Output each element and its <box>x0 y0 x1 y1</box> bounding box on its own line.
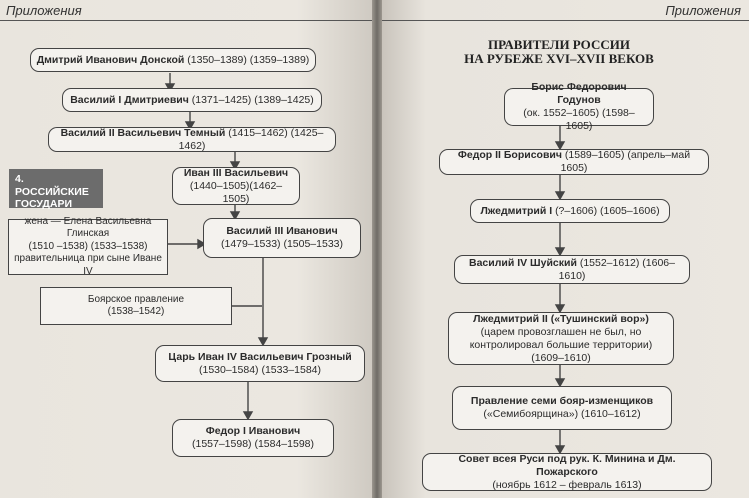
boyar-line: Боярское правление <box>87 293 185 305</box>
ruler-name: Лжедмитрий I <box>480 204 553 217</box>
right-page: Приложения ПРАВИТЕЛИ РОССИИ НА РУБЕЖЕ XV… <box>382 0 749 498</box>
left-page-header: Приложения <box>6 3 82 18</box>
ruler-box-ivan-iii: Иван III Васильевич (1440–1505)(1462–150… <box>172 167 300 205</box>
ruler-years: (ок. 1552–1605) (1598–1605) <box>523 107 635 132</box>
ruler-name: Василий I Дмитриевич <box>70 93 189 106</box>
right-connectors <box>554 125 566 455</box>
boyar-line: (1538–1542) <box>107 306 165 317</box>
left-connectors <box>164 73 269 421</box>
ruler-name: Василий IV Шуйский <box>469 256 577 269</box>
ruler-years: (1479–1533) (1505–1533) <box>220 238 344 250</box>
ruler-box-ivan-iv: Царь Иван IV Васильевич Грозный (1530–15… <box>155 345 365 382</box>
ruler-box-council-minin-pozharsky: Совет всея Руси под рук. К. Минина и Дм.… <box>422 453 712 491</box>
ruler-years: (1589–1605) (апрель–май 1605) <box>560 149 691 174</box>
ruler-name: Совет всея Руси под рук. К. Минина и Дм.… <box>458 452 676 478</box>
title-line: ПРАВИТЕЛИ РОССИИ <box>488 37 630 52</box>
ruler-box-false-dmitry-i: Лжедмитрий I (?–1606) (1605–1606) <box>470 199 670 223</box>
header-rule <box>0 20 372 21</box>
ruler-name: Иван III Васильевич <box>183 166 289 179</box>
right-page-header: Приложения <box>665 3 741 18</box>
header-rule <box>382 20 749 21</box>
boyar-rule-box: Боярское правление (1538–1542) <box>40 287 232 325</box>
ruler-years: (1552–1612) (1606–1610) <box>558 256 675 282</box>
wife-line: (1510 –1538) (1533–1538) <box>28 240 148 252</box>
ruler-years: (1415–1462) (1425–1462) <box>178 126 324 152</box>
wife-line: жена — Елена Васильевна <box>24 215 152 227</box>
ruler-box-vasily-ii: Василий II Васильевич Темный (1415–1462)… <box>48 127 336 152</box>
ruler-years: (1530–1584) (1533–1584) <box>198 363 322 376</box>
left-page: Приложения 4. РОССИЙСКИЕ ГОСУДАРИ Дмитри… <box>0 0 372 498</box>
ruler-years: (ноябрь 1612 – февраль 1613) <box>492 478 642 491</box>
ruler-years: (царем провозглашен не был, но контролир… <box>469 325 653 364</box>
section-label: 4. РОССИЙСКИЕ ГОСУДАРИ <box>9 169 103 210</box>
ruler-box-vasily-iii: Василий III Иванович (1479–1533) (1505–1… <box>203 218 361 258</box>
ruler-name: Василий II Васильевич Темный <box>60 126 226 139</box>
page-title: ПРАВИТЕЛИ РОССИИ НА РУБЕЖЕ XVI–XVII ВЕКО… <box>464 38 654 66</box>
ruler-box-fedor-ii: Федор II Борисович (1589–1605) (апрель–м… <box>439 149 709 175</box>
ruler-name: Федор I Иванович <box>205 425 301 437</box>
ruler-years: (1440–1505)(1462–1505) <box>189 179 283 205</box>
wife-regent-box: жена — Елена Васильевна Глинская (1510 –… <box>8 215 168 277</box>
ruler-name: Федор II Борисович <box>457 149 562 161</box>
ruler-years: (1350–1389) (1359–1389) <box>187 53 310 66</box>
ruler-name: Дмитрий Иванович Донской <box>36 53 185 66</box>
ruler-box-vasily-i: Василий I Дмитриевич (1371–1425) (1389–1… <box>62 88 322 112</box>
ruler-years: (1557–1598) (1584–1598) <box>191 438 315 450</box>
wife-line: Глинская <box>66 228 110 240</box>
ruler-name: Лжедмитрий II («Тушинский вор») <box>473 312 649 325</box>
ruler-box-fedor-i: Федор I Иванович (1557–1598) (1584–1598) <box>172 419 334 457</box>
ruler-name: Василий III Иванович <box>226 225 338 237</box>
title-line: НА РУБЕЖЕ XVI–XVII ВЕКОВ <box>464 51 654 66</box>
ruler-name: Царь Иван IV Васильевич Грозный <box>168 350 352 363</box>
book-gutter <box>372 0 382 498</box>
ruler-box-vasily-iv: Василий IV Шуйский (1552–1612) (1606–161… <box>454 255 690 284</box>
ruler-name: Борис Федорович Годунов <box>531 81 627 106</box>
wife-line: правительница при сыне Иване IV <box>14 253 162 277</box>
ruler-box-dmitry-donskoy: Дмитрий Иванович Донской (1350–1389) (13… <box>30 48 316 72</box>
ruler-years: (1371–1425) (1389–1425) <box>191 93 314 106</box>
ruler-name: Правление семи бояр-изменщиков <box>470 395 654 407</box>
ruler-box-false-dmitry-ii: Лжедмитрий II («Тушинский вор») (царем п… <box>448 312 674 365</box>
ruler-box-seven-boyars: Правление семи бояр-изменщиков («Семибоя… <box>452 386 672 430</box>
ruler-years: (?–1606) (1605–1606) <box>555 204 660 217</box>
ruler-years: («Семибоярщина») (1610–1612) <box>483 408 641 420</box>
ruler-box-boris-godunov: Борис Федорович Годунов (ок. 1552–1605) … <box>504 81 654 132</box>
